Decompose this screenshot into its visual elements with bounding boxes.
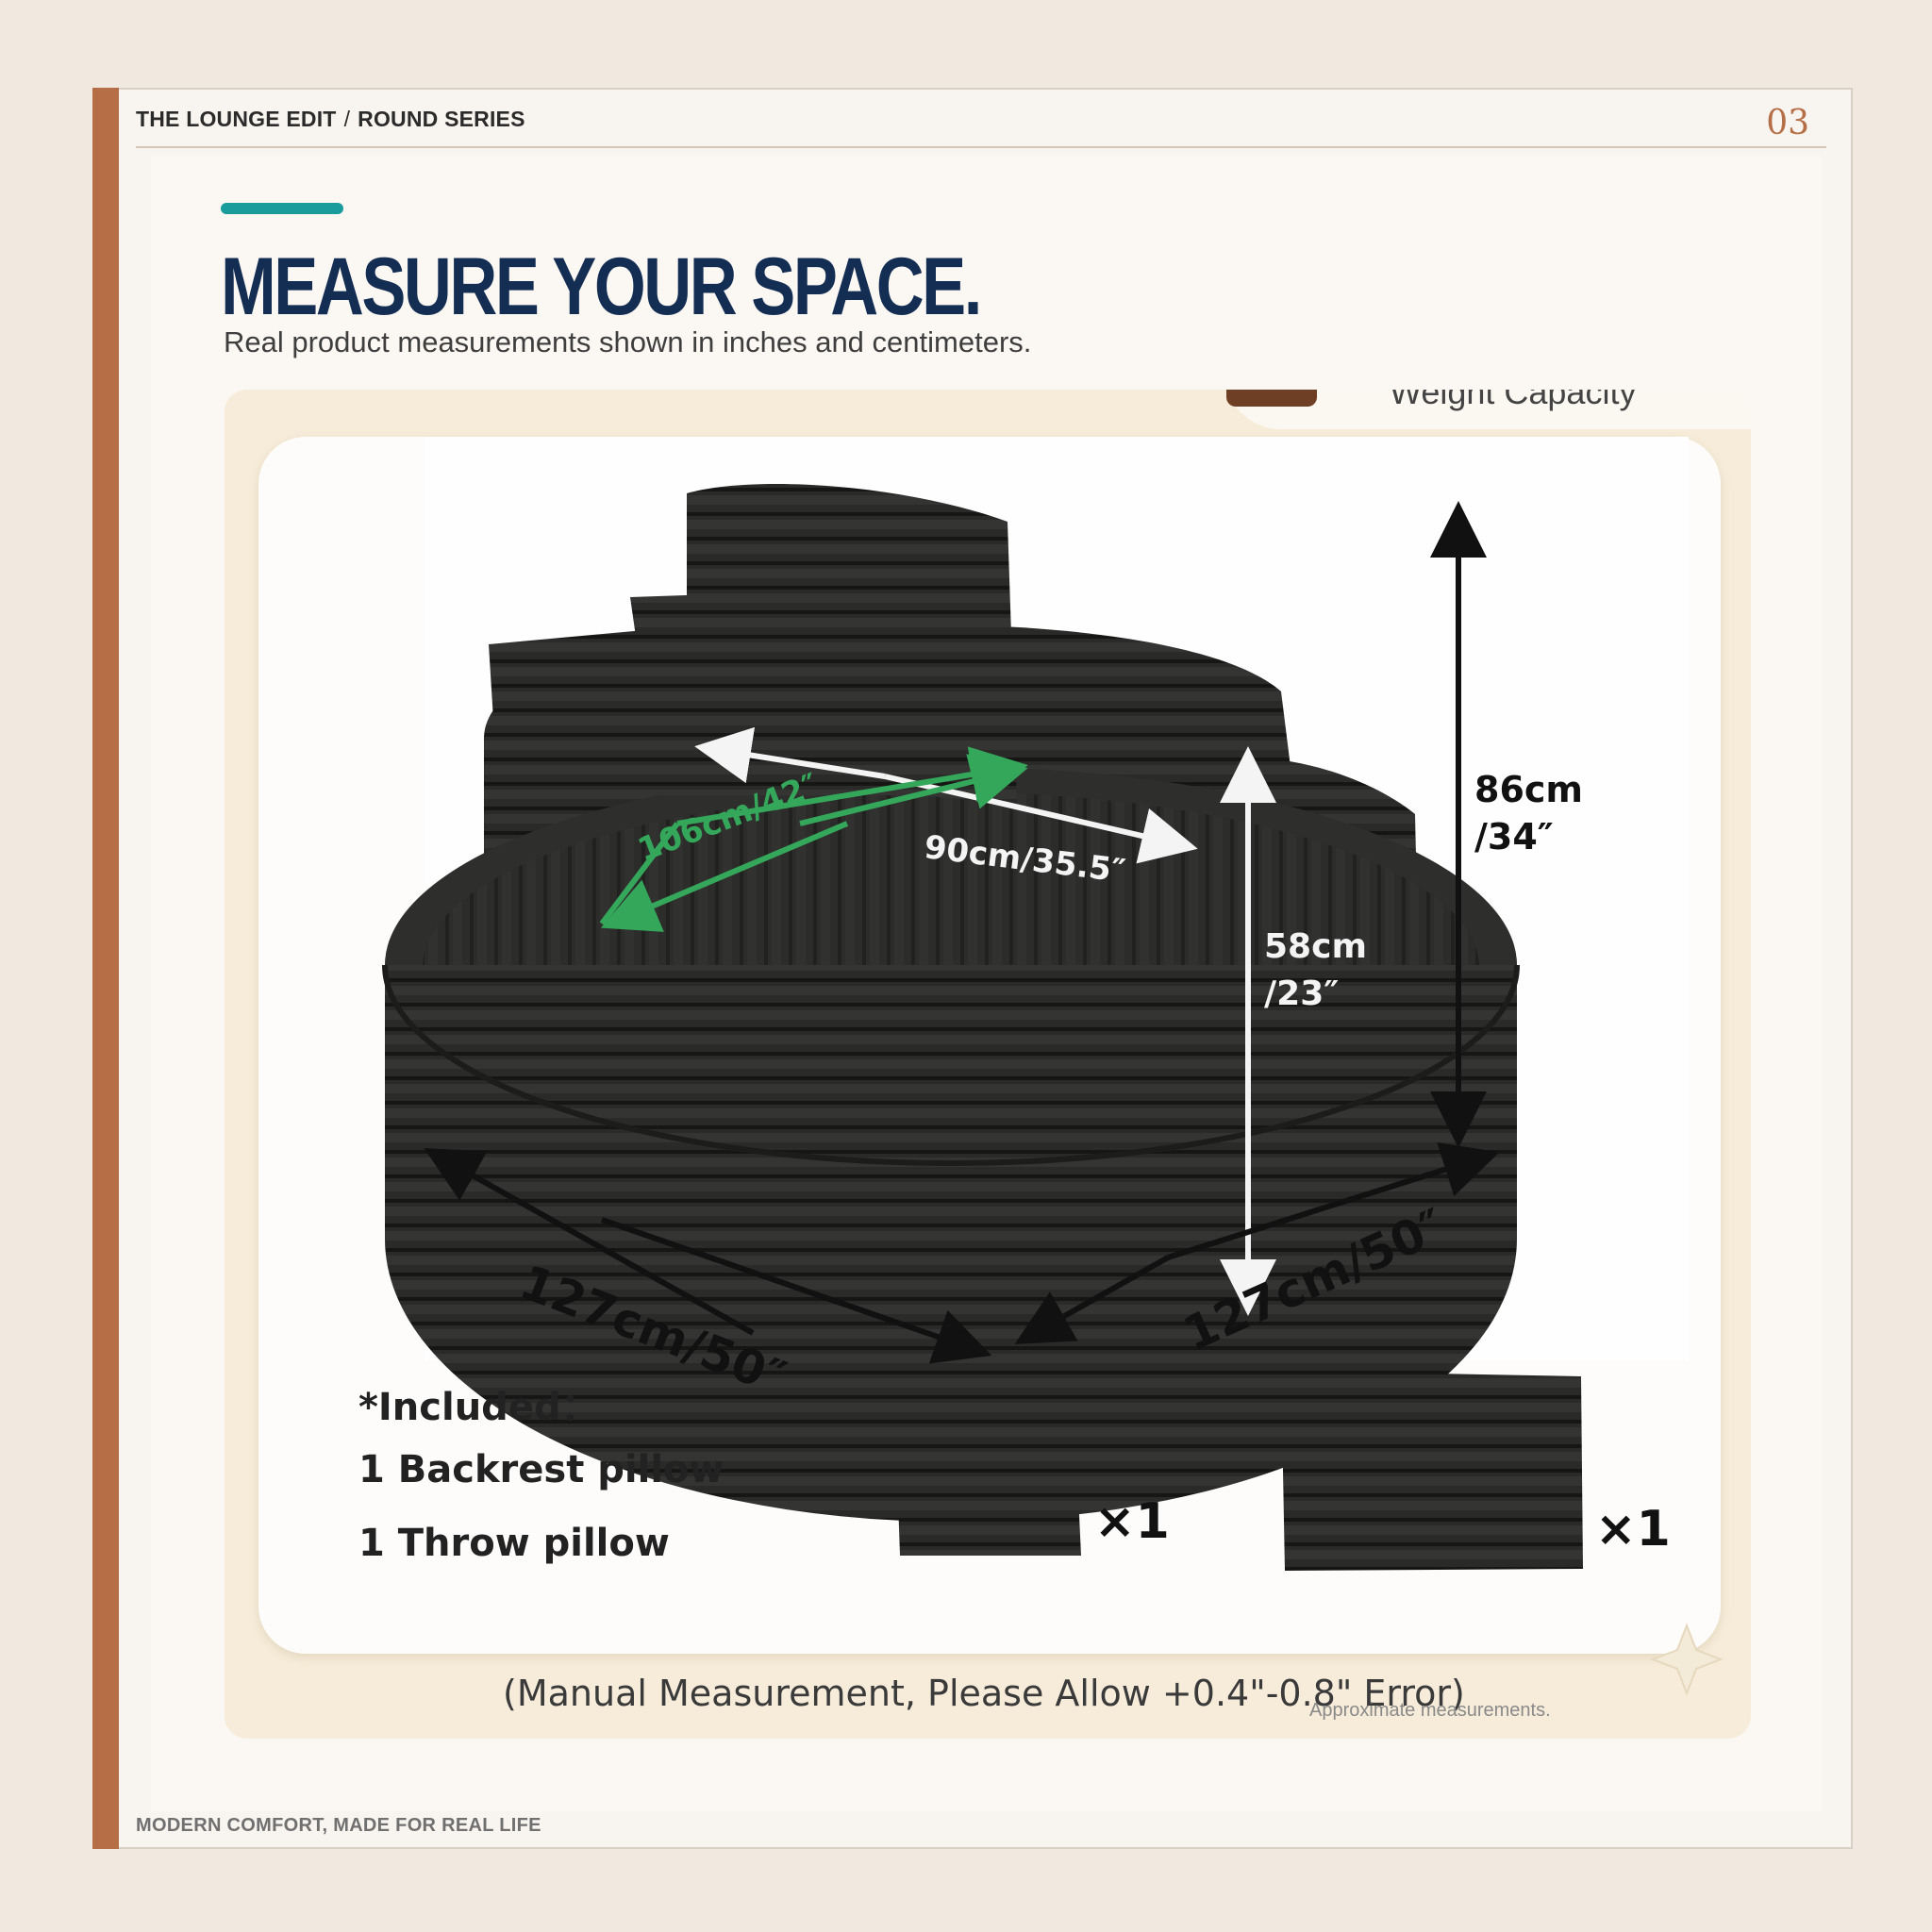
page-number: 03 bbox=[1766, 104, 1809, 142]
image-caption: Approximate measurements. bbox=[1309, 1700, 1551, 1721]
diagonal-arrow bbox=[600, 821, 849, 932]
weight-capacity-peek-text: Weight Capacity bbox=[1390, 390, 1637, 411]
depth-arrow-end bbox=[601, 1217, 992, 1364]
seat-width-arrow-start bbox=[694, 726, 886, 784]
depth-arrow-left bbox=[424, 1148, 755, 1336]
page-title: MEASURE YOUR SPACE. bbox=[221, 242, 982, 332]
backrest-pillow-image bbox=[1281, 1371, 1583, 1571]
accent-bar bbox=[92, 88, 119, 1849]
footer-tagline: MODERN COMFORT, MADE FOR REAL LIFE bbox=[136, 1815, 541, 1836]
included-item-throw: 1 Throw pillow bbox=[358, 1522, 670, 1565]
included-item-backrest: 1 Backrest pillow bbox=[358, 1448, 724, 1491]
header-divider bbox=[136, 146, 1826, 148]
seat-height-in-label: /23″ bbox=[1264, 974, 1340, 1013]
sofa-illustration bbox=[382, 484, 1724, 1696]
diagonal-arrow-a bbox=[676, 746, 1028, 826]
breadcrumb-separator: / bbox=[343, 107, 351, 131]
sparkle-icon bbox=[1650, 1623, 1724, 1696]
page-subtitle: Real product measurements shown in inche… bbox=[224, 325, 1032, 358]
total-height-in-label: /34″ bbox=[1474, 816, 1554, 858]
breadcrumb-secondary: ROUND SERIES bbox=[358, 107, 525, 131]
included-title: *Included： bbox=[358, 1386, 599, 1429]
manual-measurement-note: (Manual Measurement, Please Allow +0.4"-… bbox=[503, 1673, 1465, 1714]
seat-height-cm-label: 58cm bbox=[1264, 927, 1367, 966]
sofa-base bbox=[382, 767, 1520, 1522]
throw-pillow-image bbox=[894, 1390, 1081, 1556]
breadcrumb-primary: THE LOUNGE EDIT bbox=[136, 107, 337, 131]
width-arrow-right bbox=[1167, 1141, 1500, 1260]
title-accent-line bbox=[221, 203, 343, 214]
diagonal-arrow-tip bbox=[799, 754, 1028, 826]
backrest-pillow-quantity: ×1 bbox=[1595, 1501, 1671, 1557]
total-height-cm-label: 86cm bbox=[1474, 769, 1584, 810]
image-top-pill bbox=[1226, 390, 1317, 407]
width-arrow-left bbox=[1014, 1255, 1170, 1344]
throw-pillow-quantity: ×1 bbox=[1094, 1493, 1170, 1550]
product-dimension-image: Weight Capacity bbox=[225, 390, 1751, 1739]
breadcrumb: THE LOUNGE EDIT/ ROUND SERIES bbox=[136, 107, 525, 132]
